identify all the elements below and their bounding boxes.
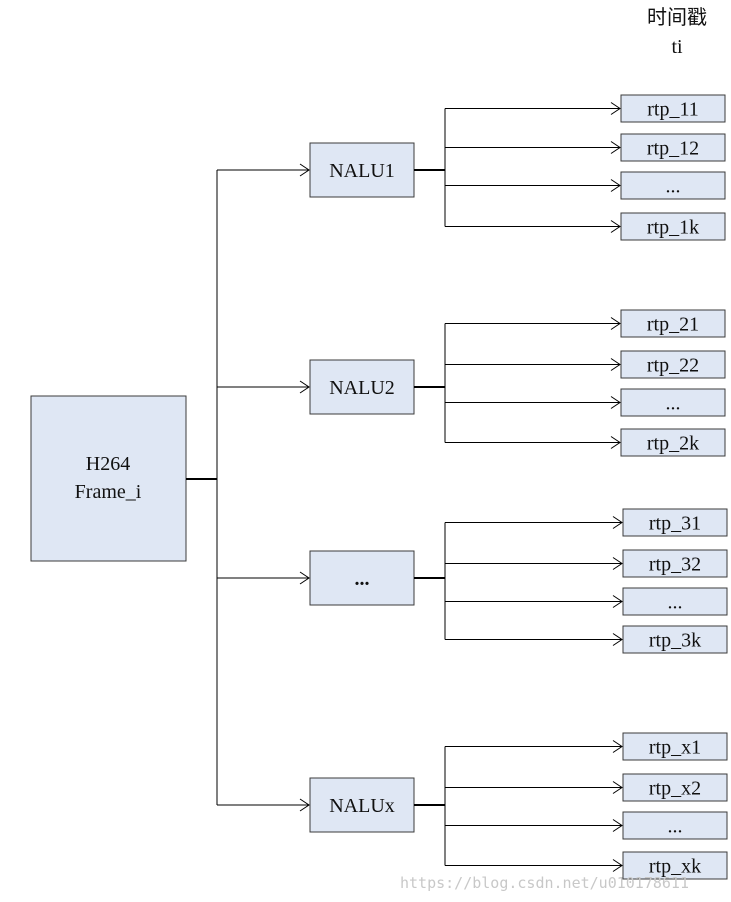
rtp-box xyxy=(622,625,728,654)
rtp-box xyxy=(622,549,728,578)
rtp-box xyxy=(620,350,726,379)
rtp-box xyxy=(620,133,726,162)
rtp-box xyxy=(622,732,728,761)
rtp-label: rtp_31 xyxy=(649,513,701,535)
rtp-label: ... xyxy=(666,176,681,198)
frame-label-line1: H264 xyxy=(86,453,130,475)
nalu-group: ... rtp_31 rtp_32... rtp_3k xyxy=(217,508,728,654)
watermark: https://blog.csdn.net/u010178611 xyxy=(400,874,689,892)
rtp-box xyxy=(620,388,726,417)
rtp-box xyxy=(622,851,728,880)
rtp-label: rtp_2k xyxy=(647,433,699,455)
rtp-box xyxy=(620,428,726,457)
nalu-label: NALU2 xyxy=(329,377,395,399)
frame-box xyxy=(30,395,187,562)
nalu-box xyxy=(309,777,415,833)
rtp-box xyxy=(620,94,726,123)
rtp-label: rtp_22 xyxy=(647,355,699,377)
rtp-box xyxy=(622,773,728,802)
nalu-group: NALU2 rtp_21 rtp_22... rtp_2k xyxy=(217,309,726,457)
rtp-label: rtp_12 xyxy=(647,138,699,160)
nalu-label: NALUx xyxy=(329,795,395,817)
rtp-box xyxy=(620,309,726,338)
rtp-label: rtp_x1 xyxy=(649,737,701,759)
rtp-label: rtp_3k xyxy=(649,630,701,652)
frame-label-line2: Frame_i xyxy=(75,481,142,503)
nalu-group: NALUx rtp_x1 rtp_x2... rtp_xk xyxy=(217,732,728,880)
nalu-group: NALU1 rtp_11 rtp_12... rtp_1k xyxy=(217,94,726,241)
rtp-label: rtp_xk xyxy=(649,856,701,878)
rtp-box xyxy=(620,212,726,241)
rtp-box xyxy=(622,587,728,616)
rtp-box xyxy=(622,508,728,537)
nalu-label: NALU1 xyxy=(329,160,395,182)
rtp-label: rtp_11 xyxy=(647,99,698,121)
timestamp-sub-label: ti xyxy=(671,36,683,58)
nalu-label: ... xyxy=(355,568,370,590)
rtp-box xyxy=(622,811,728,840)
rtp-label: rtp_1k xyxy=(647,217,699,239)
rtp-label: rtp_x2 xyxy=(649,778,701,800)
rtp-box xyxy=(620,171,726,200)
rtp-label: ... xyxy=(668,592,683,614)
nalu-box xyxy=(309,550,415,606)
nalu-box xyxy=(309,142,415,198)
rtp-label: rtp_32 xyxy=(649,554,701,576)
rtp-label: ... xyxy=(666,393,681,415)
rtp-label: ... xyxy=(668,816,683,838)
rtp-label: rtp_21 xyxy=(647,314,699,336)
timestamp-label: 时间戳 xyxy=(647,6,707,29)
nalu-box xyxy=(309,359,415,415)
